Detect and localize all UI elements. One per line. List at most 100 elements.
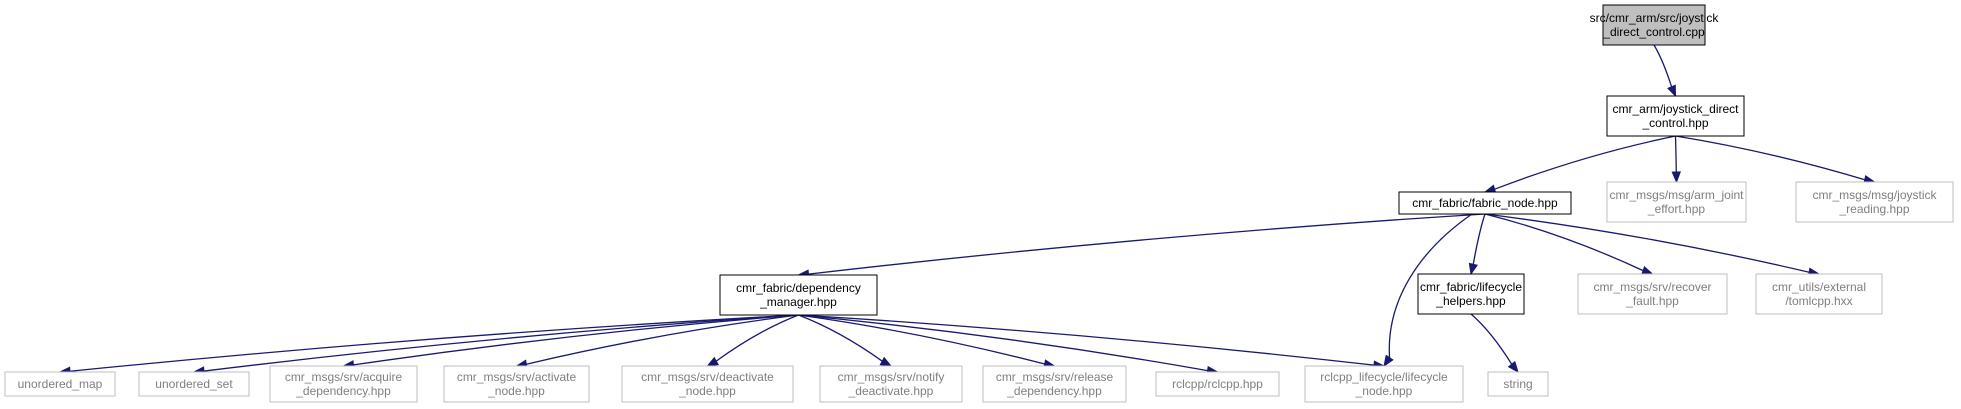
- node-unordered-set[interactable]: unordered_set: [138, 371, 250, 397]
- node-label-line: cmr_fabric/dependency: [736, 281, 861, 295]
- node-label-line: /tomlcpp.hxx: [1785, 294, 1852, 308]
- node-string[interactable]: string: [1487, 371, 1549, 397]
- node-label-line: rclcpp_lifecycle/lifecycle: [1320, 370, 1448, 384]
- edge-fabric_node-to-lifecycle_helpers: [1468, 213, 1486, 276]
- node-box: [1304, 365, 1464, 403]
- node-box: [1417, 273, 1525, 315]
- node-box: [269, 365, 418, 403]
- edge-fabric_node-to-tomlcpp: [1484, 213, 1821, 277]
- node-recover-fault[interactable]: cmr_msgs/srv/recover_fault.hpp: [1577, 273, 1728, 315]
- node-label-line: _dependency.hpp: [295, 384, 391, 398]
- node-label-line: cmr_arm/joystick_direct: [1612, 102, 1739, 116]
- edge-line: [715, 314, 799, 362]
- node-label-line: _control.hpp: [1641, 116, 1708, 130]
- node-box: [1155, 371, 1280, 397]
- edge-line: [808, 213, 1486, 275]
- arrowhead: [1468, 262, 1479, 276]
- arrowhead: [1671, 171, 1682, 184]
- edge-line: [1653, 44, 1673, 87]
- node-jdc-hpp[interactable]: cmr_arm/joystick_direct_control.hpp: [1606, 95, 1745, 137]
- node-label-line: _manager.hpp: [759, 295, 837, 309]
- node-label-line: unordered_set: [155, 377, 233, 391]
- edge-dep_manager-to-acquire: [342, 314, 799, 370]
- edge-line: [798, 314, 883, 362]
- edge-line: [69, 314, 799, 372]
- edge-line: [1388, 213, 1473, 358]
- node-label-line: cmr_msgs/srv/activate: [457, 370, 577, 384]
- node-release[interactable]: cmr_msgs/srv/release_dependency.hpp: [982, 365, 1127, 403]
- node-rclcpp-lifecycle[interactable]: rclcpp_lifecycle/lifecycle_node.hpp: [1304, 365, 1464, 403]
- node-fabric-node[interactable]: cmr_fabric/fabric_node.hpp: [1398, 191, 1572, 215]
- node-lifecycle-helpers[interactable]: cmr_fabric/lifecycle_helpers.hpp: [1417, 273, 1525, 315]
- edge-line: [798, 314, 1375, 366]
- node-box: [1606, 95, 1745, 137]
- node-label-line: _node.hpp: [678, 384, 736, 398]
- node-box: [621, 365, 794, 403]
- node-notify[interactable]: cmr_msgs/srv/notify_deactivate.hpp: [819, 365, 963, 403]
- edge-line: [1484, 213, 1644, 272]
- node-box: [1398, 191, 1572, 215]
- node-label-line: unordered_map: [18, 377, 103, 391]
- node-acquire[interactable]: cmr_msgs/srv/acquire_dependency.hpp: [269, 365, 418, 403]
- edge-line: [798, 314, 1045, 365]
- arrowhead: [1667, 84, 1677, 98]
- node-arm-joint[interactable]: cmr_msgs/msg/arm_joint_effort.hpp: [1606, 181, 1747, 223]
- node-label-line: cmr_fabric/fabric_node.hpp: [1412, 196, 1558, 210]
- node-label-line: _effort.hpp: [1647, 202, 1705, 216]
- node-label-line: cmr_msgs/msg/arm_joint: [1609, 188, 1744, 202]
- node-box: [4, 371, 116, 397]
- node-box: [1795, 181, 1954, 223]
- node-label-line: cmr_msgs/msg/joystick: [1812, 188, 1937, 202]
- node-box: [1755, 273, 1883, 315]
- node-label-line: src/cmr_arm/src/joystick: [1590, 11, 1720, 25]
- node-box: [1487, 371, 1549, 397]
- node-joystick-reading[interactable]: cmr_msgs/msg/joystick_reading.hpp: [1795, 181, 1954, 223]
- edge-line: [1484, 213, 1810, 273]
- edge-jdc_hpp-to-joystick_reading: [1675, 135, 1876, 185]
- node-label-line: _helpers.hpp: [1435, 294, 1506, 308]
- edge-lifecycle_helpers-to-string: [1470, 313, 1519, 374]
- node-unordered-map[interactable]: unordered_map: [4, 371, 116, 397]
- node-box: [1602, 4, 1706, 46]
- edge-line: [1494, 135, 1676, 190]
- arrowhead: [1641, 265, 1654, 275]
- node-box: [719, 274, 878, 316]
- node-label-line: cmr_msgs/srv/release: [996, 370, 1114, 384]
- arrowhead: [706, 356, 719, 367]
- node-label-line: string: [1503, 377, 1532, 391]
- node-box: [138, 371, 250, 397]
- edge-line: [798, 314, 1208, 372]
- node-label-line: cmr_msgs/srv/acquire: [285, 370, 403, 384]
- edge-jdc_hpp-to-arm_joint: [1671, 135, 1682, 184]
- node-root[interactable]: src/cmr_arm/src/joystick_direct_control.…: [1590, 4, 1720, 46]
- edge-root-to-jdc_hpp: [1653, 44, 1677, 98]
- node-label-line: _deactivate.hpp: [848, 384, 934, 398]
- edge-line: [203, 314, 799, 372]
- node-label-line: cmr_msgs/srv/recover: [1593, 280, 1711, 294]
- node-label-line: cmr_utils/external: [1772, 280, 1866, 294]
- node-box: [1577, 273, 1728, 315]
- node-dep-manager[interactable]: cmr_fabric/dependency_manager.hpp: [719, 274, 878, 316]
- node-label-line: rclcpp/rclcpp.hpp: [1172, 377, 1263, 391]
- node-activate[interactable]: cmr_msgs/srv/activate_node.hpp: [443, 365, 590, 403]
- edge-fabric_node-to-dep_manager: [797, 213, 1486, 279]
- edge-line: [1470, 313, 1513, 365]
- node-label-line: _dependency.hpp: [1006, 384, 1102, 398]
- node-box: [819, 365, 963, 403]
- node-box: [982, 365, 1127, 403]
- edge-line: [1675, 135, 1865, 181]
- arrowhead: [879, 356, 893, 367]
- edge-fabric_node-to-rclcpp_lifecycle: [1383, 213, 1473, 368]
- edge-fabric_node-to-recover_fault: [1484, 213, 1654, 275]
- node-deactivate[interactable]: cmr_msgs/srv/deactivate_node.hpp: [621, 365, 794, 403]
- node-box: [443, 365, 590, 403]
- node-rclcpp[interactable]: rclcpp/rclcpp.hpp: [1155, 371, 1280, 397]
- node-label-line: _node.hpp: [1355, 384, 1413, 398]
- edge-line: [1472, 213, 1486, 265]
- arrowhead: [1507, 360, 1519, 374]
- node-label-line: _direct_control.cpp: [1602, 25, 1705, 39]
- node-box: [1606, 181, 1747, 223]
- edge-line: [1674, 135, 1677, 173]
- node-tomlcpp[interactable]: cmr_utils/external/tomlcpp.hxx: [1755, 273, 1883, 315]
